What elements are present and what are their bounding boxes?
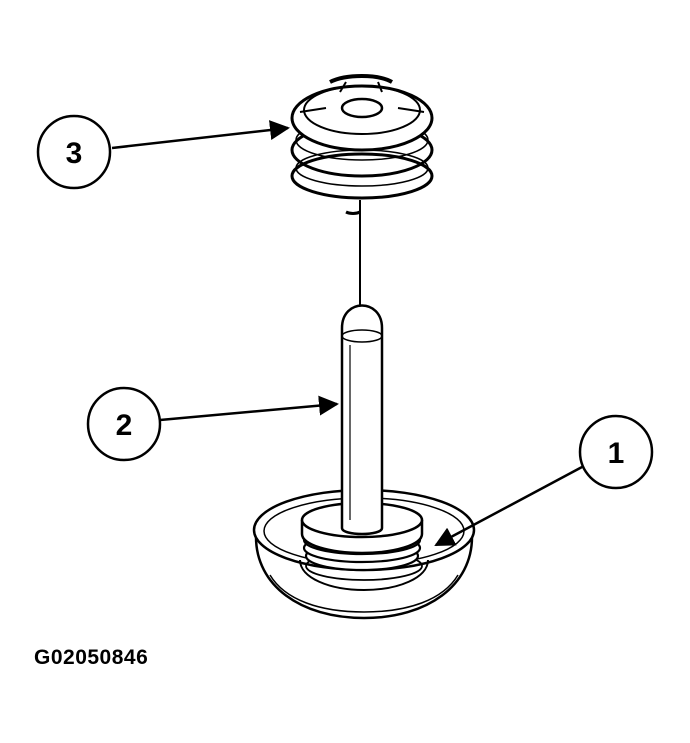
callout-3-circle bbox=[36, 114, 112, 190]
callout-2-label: 2 bbox=[116, 409, 133, 442]
callout-1-label: 1 bbox=[608, 437, 625, 470]
callout-1: 1 bbox=[434, 414, 654, 547]
coil-spring-part bbox=[290, 74, 434, 215]
figure-id-label: G02050846 bbox=[34, 646, 149, 669]
callout-3-leader bbox=[111, 120, 290, 150]
callout-3-label: 3 bbox=[66, 137, 83, 170]
callout-1-circle bbox=[578, 414, 654, 490]
stem-pin-part bbox=[340, 304, 384, 536]
callout-2: 2 bbox=[86, 386, 339, 462]
callout-3: 3 bbox=[36, 114, 290, 190]
callout-1-leader bbox=[434, 465, 583, 547]
callout-2-circle bbox=[86, 386, 162, 462]
callout-2-leader bbox=[159, 395, 339, 422]
